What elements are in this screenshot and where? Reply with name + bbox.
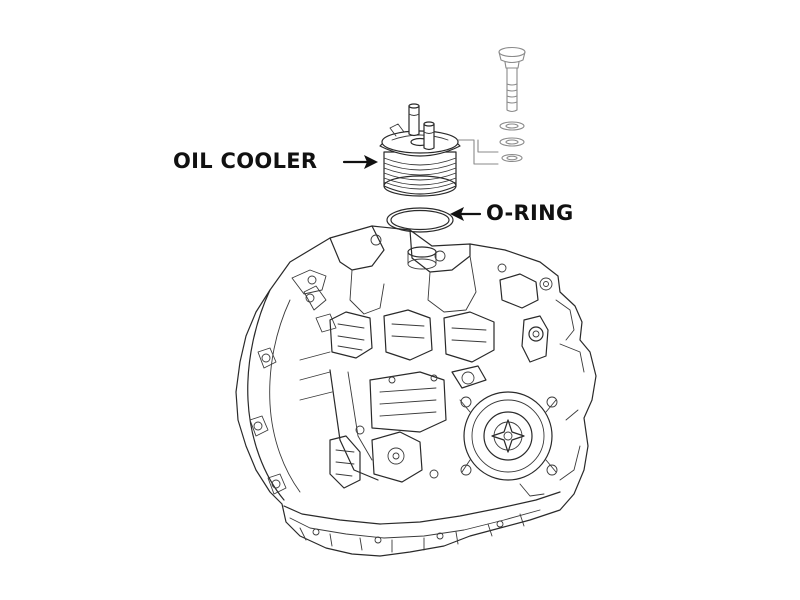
o-ring-label: O-RING [486, 201, 574, 225]
o-ring-part [386, 207, 454, 233]
oil-cooler-arrow [342, 155, 378, 169]
oil-cooler-label: OIL COOLER [173, 149, 318, 173]
transmission-housing [235, 225, 597, 557]
o-ring-arrow [450, 207, 482, 221]
oil-cooler-part [379, 103, 461, 197]
bolt-and-washers [457, 46, 526, 165]
